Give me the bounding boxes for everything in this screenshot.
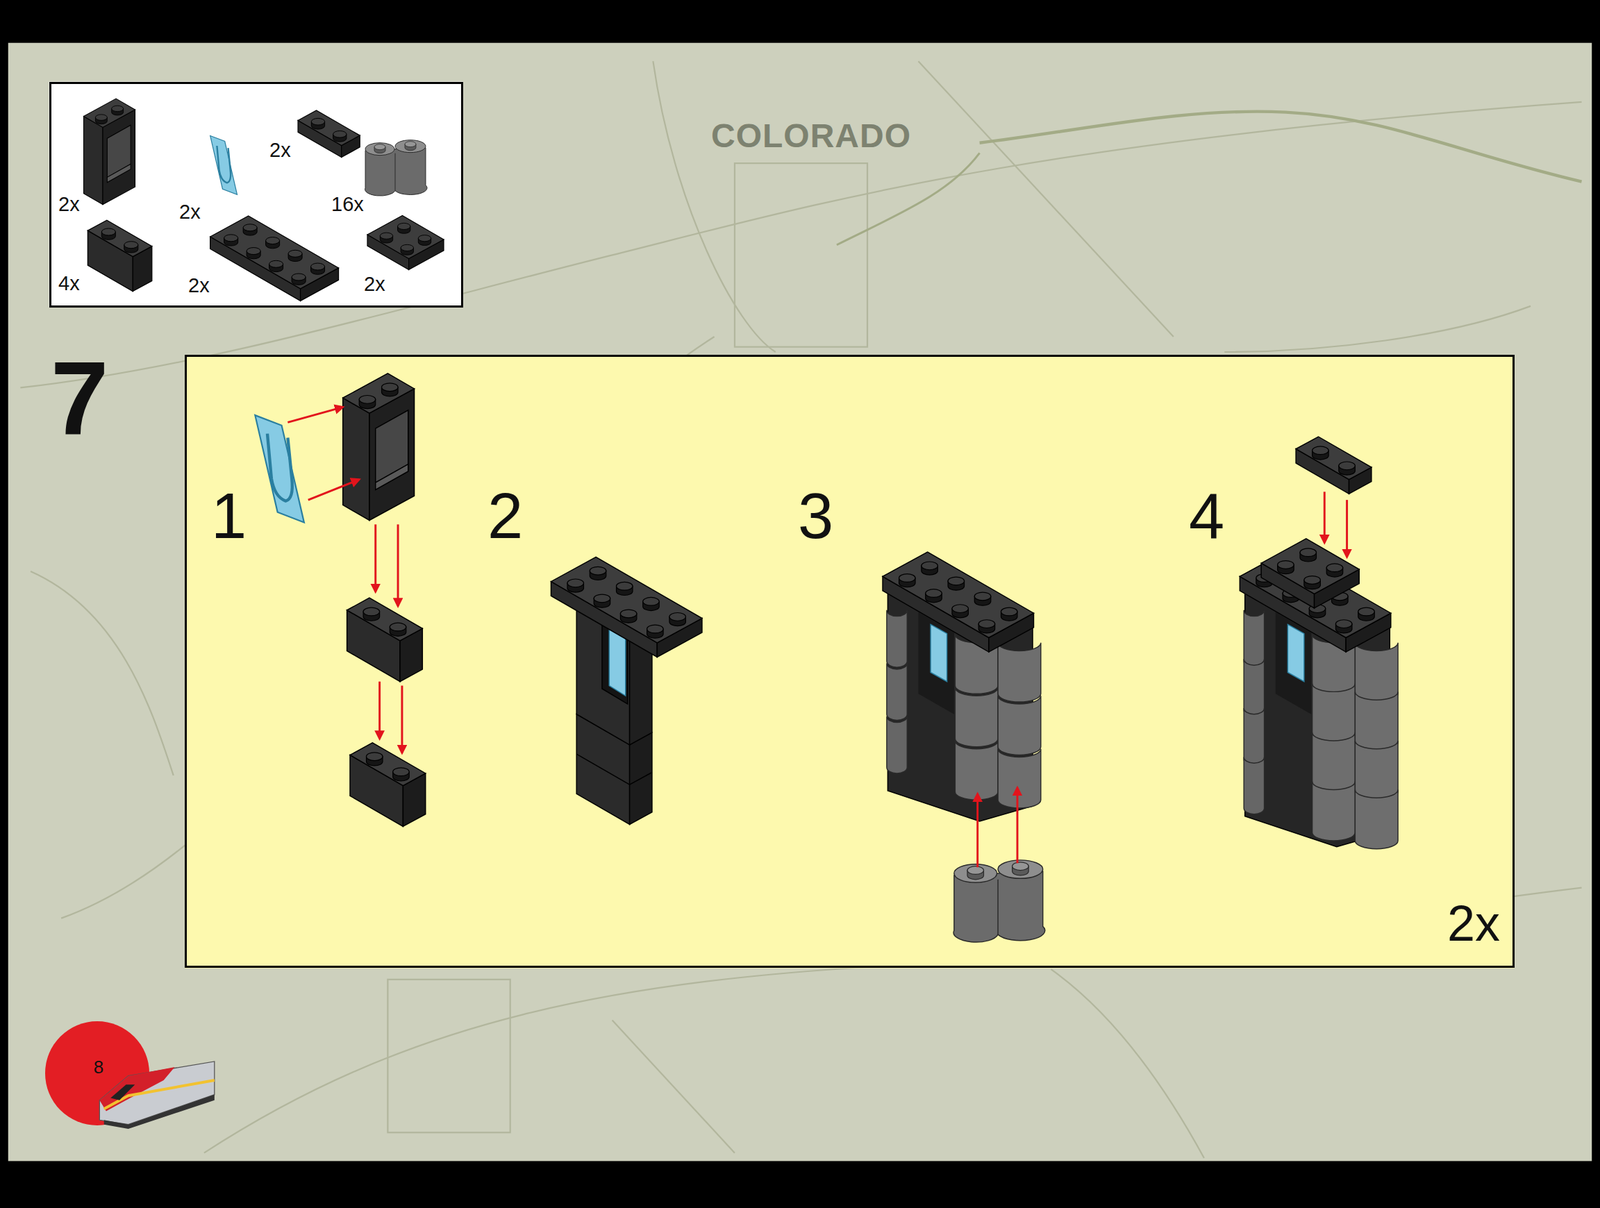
substep-3-picture [882, 552, 1046, 943]
part-count: 4x [58, 273, 80, 294]
part-count: 2x [58, 194, 80, 215]
substep-4-picture [1239, 436, 1398, 850]
substep-number: 1 [211, 484, 247, 548]
substep-1-picture [254, 373, 425, 827]
map-label: COLORADO [711, 119, 912, 153]
part-count: 2x [269, 140, 291, 161]
page-number-circle: 8 [45, 1021, 150, 1126]
repeat-count: 2x [1447, 898, 1500, 949]
part-count: 2x [363, 274, 386, 295]
part-count: 16x [331, 194, 364, 215]
step-number: 7 [50, 346, 109, 451]
parts-list-pictures [83, 98, 444, 301]
substep-2-picture [550, 556, 702, 825]
substep-number: 2 [487, 484, 523, 548]
substep-number: 4 [1188, 484, 1225, 548]
step-panel: 712342x [184, 354, 1515, 969]
substep-number: 3 [797, 484, 834, 548]
parts-list-box: 2x 2x 2x 16x 4x 2x 2x [49, 81, 464, 308]
map-background [8, 43, 1592, 1162]
part-count: 2x [188, 275, 210, 296]
locomotive-picture [95, 1056, 217, 1130]
parts-box-ground [49, 81, 464, 308]
page-number: 8 [93, 1058, 104, 1077]
part-count: 2x [179, 202, 201, 223]
step-panel-ground [184, 354, 1515, 969]
